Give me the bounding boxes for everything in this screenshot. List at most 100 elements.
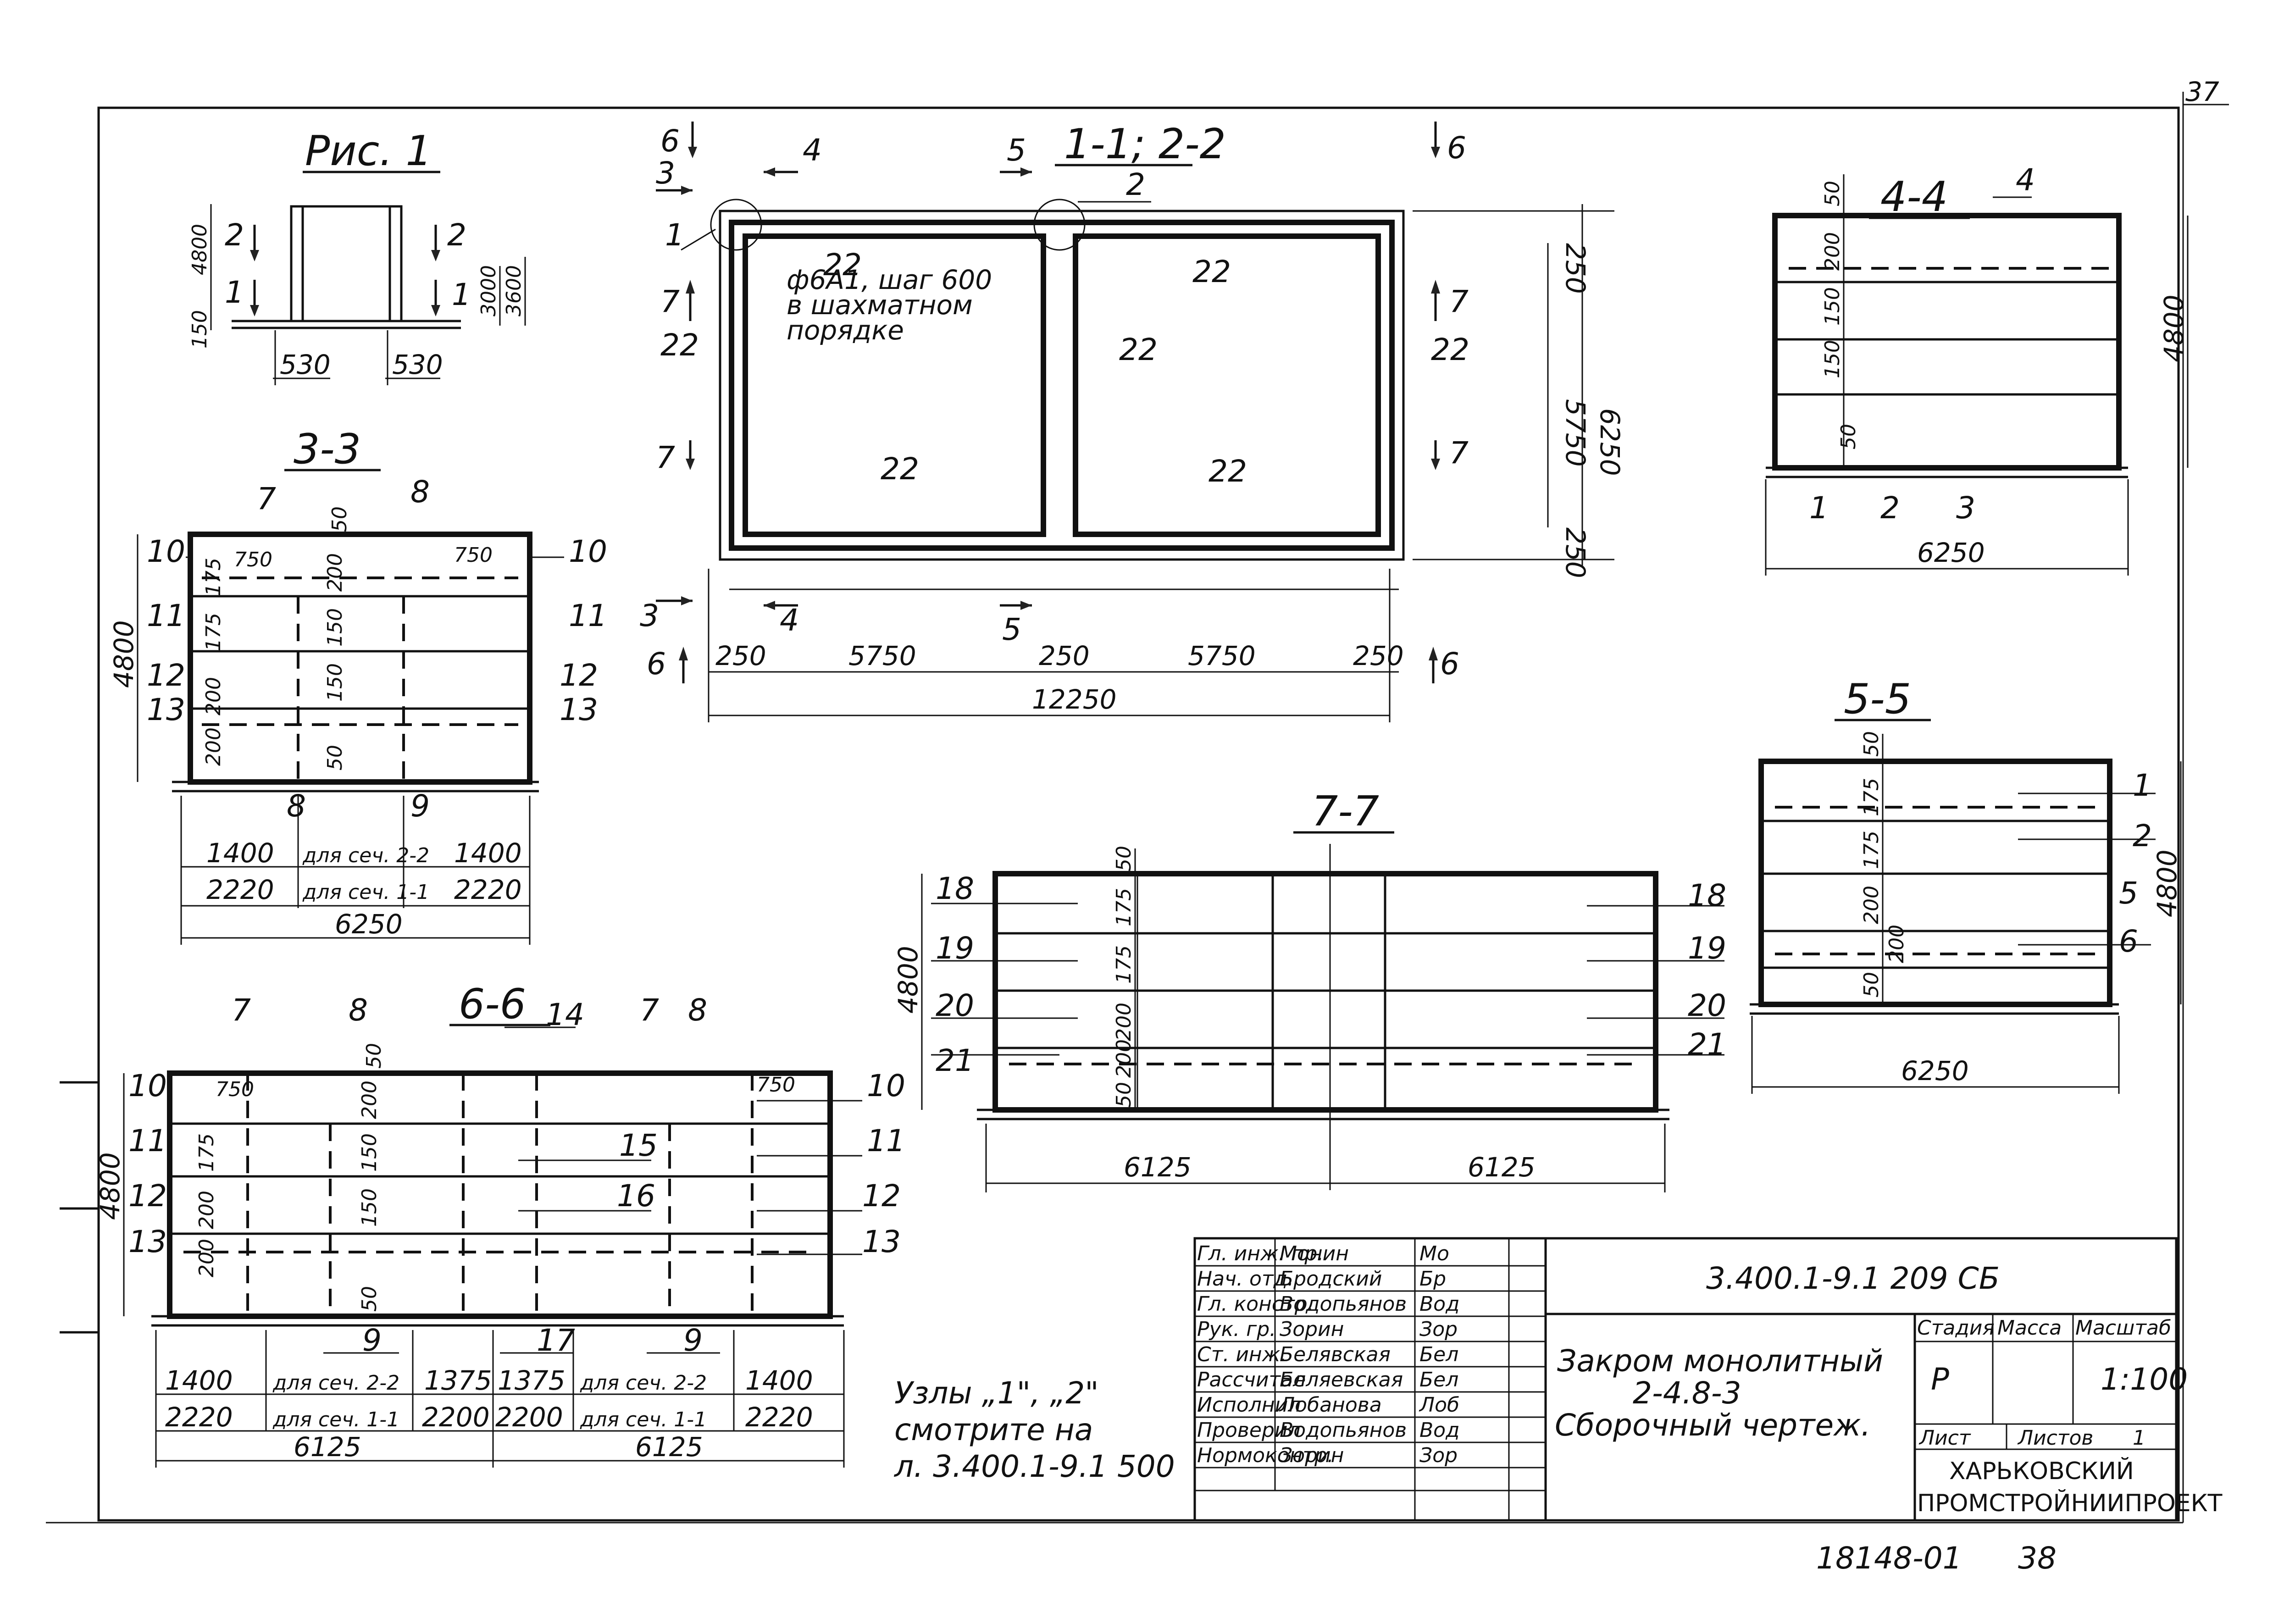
s44-mark-1: 1 [1809,490,1829,526]
fig1-mark-1l: 1 [225,275,244,310]
tb-name: Зорин [1280,1444,1344,1467]
cut-6-tr: 6 [1447,130,1466,166]
cut-7-tl: 7 [660,284,680,319]
s33-dim: 150 [323,663,347,702]
tb-name: Монин [1280,1242,1349,1265]
s66-mark-11l: 11 [128,1123,167,1158]
tb-name: Водопьянов [1280,1419,1407,1442]
s55-mark-1: 1 [2133,768,2152,803]
s66-row1: для сеч. 2-2 [580,1371,707,1395]
tb-signature: Вод [1419,1292,1460,1316]
s33-mark-10r: 10 [569,534,607,569]
note-line3: л. 3.400.1-9.1 500 [893,1449,1175,1484]
s66-mark-17: 17 [537,1323,575,1358]
s66-mark-10r: 10 [867,1068,905,1103]
nodes-note: Узлы „1", „2" смотрите на л. 3.400.1-9.1… [893,1375,1175,1484]
s33-mark-13l: 13 [147,692,185,727]
s66-row2: для сеч. 1-1 [580,1408,707,1431]
node-1-label: 1 [665,217,684,253]
plan-label-22: 22 [1119,332,1158,367]
s66-row2: для сеч. 1-1 [272,1408,399,1431]
s77-mark-18l: 18 [936,871,974,906]
cut-6-bl: 6 [647,646,666,682]
s66-dim: 150 [358,1188,381,1227]
title-block: Гл. инж. пр. Нач. отд. Гл. констр. Рук. … [1193,1237,2223,1522]
plan-dim-r5750: 5750 [1560,399,1591,467]
s66-dim: 150 [358,1133,381,1172]
s33-mark-13r: 13 [560,692,598,727]
s33-mark-11r: 11 [569,598,607,633]
s77-dim: 50 [1112,846,1136,871]
s66-dim-height: 4800 [94,1152,126,1220]
tb-role: Рук. гр. [1197,1318,1276,1341]
s55-mark-5: 5 [2119,876,2138,911]
fig1-dim-3600: 3600 [502,265,526,316]
bottom-number: 18148-01 [1816,1541,1962,1576]
plan-dim-5750b: 5750 [1188,640,1256,671]
s66-row1: 1375 [424,1365,492,1396]
tb-org-line2: ПРОМСТРОЙНИИПРОЕКТ [1917,1489,2223,1517]
s33-dim: 200 [202,677,225,715]
s66-mark-14: 14 [546,997,584,1032]
s33-dim: 200 [202,727,225,766]
s66-mark-10l: 10 [128,1068,167,1103]
s66-dim: 200 [195,1239,218,1277]
tb-scale-value: 1:100 [2101,1362,2188,1397]
s66-row1: для сеч. 2-2 [272,1371,399,1395]
tb-stage-label: Стадия [1917,1316,1995,1340]
node-2-circle [1033,199,1086,251]
tb-scale-label: Масштаб [2075,1316,2171,1340]
plan-dim-total: 12250 [1032,684,1117,715]
plan-dim-250b: 250 [1039,640,1090,671]
s77-dim-6125a: 6125 [1124,1152,1192,1183]
s55-mark-2: 2 [2133,818,2152,854]
plan-title: 1-1; 2-2 [1064,120,1226,168]
tb-name: Беляевская [1280,1368,1403,1391]
plan-section: 1-1; 2-2 250 5750 250 5750 250 12250 250… [640,120,1625,722]
tb-name: Зорин [1280,1318,1344,1341]
s33-dim-height: 4800 [108,620,139,688]
tb-name: Белявская [1280,1343,1391,1366]
s66-row1: 1400 [165,1365,233,1396]
cut-7-bl: 7 [656,440,675,475]
s33-dim: 175 [202,613,225,651]
s33-mark-10l: 10 [147,534,185,569]
tb-role: Рассчитал [1197,1368,1306,1391]
tb-role: Гл. констр. [1197,1292,1314,1316]
s77-mark-19r: 19 [1688,931,1726,966]
s33-dim: 200 [323,553,347,592]
tb-role: Ст. инж. [1197,1343,1286,1366]
s66-mark-12l: 12 [128,1178,167,1214]
s66-mark-8b: 8 [688,992,707,1028]
s66-row2: 2220 [165,1402,233,1433]
s66-mark-11r: 11 [867,1123,905,1158]
tb-name-line3: Сборочный чертеж. [1555,1408,1871,1443]
s33-row1: для сеч. 2-2 [302,844,429,867]
s66-dim: 50 [358,1286,381,1312]
fig1-mark-2l: 2 [225,217,244,253]
fig1-dim-3000: 3000 [477,265,500,316]
s55-title: 5-5 [1844,675,1911,723]
s33-row2: 2220 [454,874,522,905]
s44-dim: 200 [1821,232,1844,271]
s77-dim: 175 [1112,945,1136,984]
s77-mark-20l: 20 [936,988,974,1023]
section-6-6: 6-6 7 8 14 7 8 10 11 12 13 10 11 12 13 1… [94,980,905,1468]
tb-name: Лобанова [1279,1393,1382,1417]
tb-sheet-label: Лист [1918,1426,1971,1450]
section-3-3: 3-3 7 8 10 11 12 13 10 11 12 13 8 9 50 7… [108,425,607,945]
tb-signature: Mo [1419,1242,1449,1265]
s55-dim: 200 [1860,886,1883,924]
plan-note-line2: в шахматном [787,289,973,321]
s33-mark-8b: 8 [287,788,306,824]
tb-role: Проверил [1197,1419,1301,1442]
s66-row1: 1400 [745,1365,813,1396]
s66-body [167,1070,833,1319]
s44-dim-total: 6250 [1917,537,1985,568]
tb-name-line1: Закром монолитный [1557,1343,1883,1379]
plan-inner-wall [729,220,1395,551]
tb-name: Водопьянов [1280,1292,1407,1316]
s33-body [188,532,532,785]
s77-dim: 50 [1112,1082,1136,1108]
s77-dim-height: 4800 [893,946,924,1014]
